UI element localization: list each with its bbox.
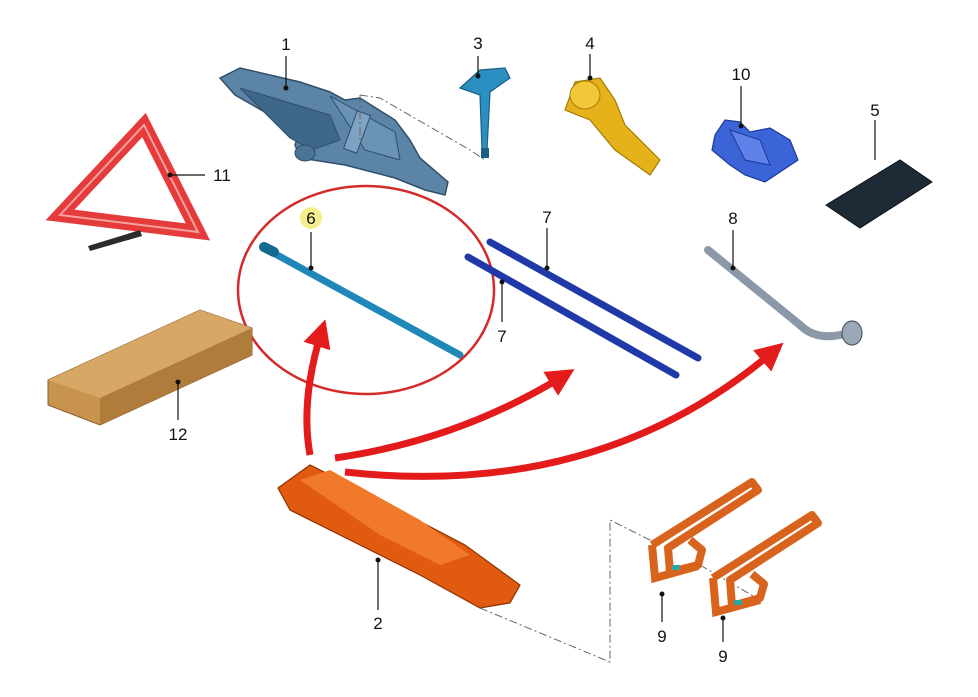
callout-4: 4 <box>585 34 594 53</box>
straps-9-part <box>648 478 822 642</box>
callout-7-upper: 7 <box>542 208 551 227</box>
callout-1: 1 <box>281 35 290 54</box>
callout-6-highlight <box>300 207 322 229</box>
callout-6: 6 <box>306 209 315 228</box>
callout-3: 3 <box>473 34 482 53</box>
storage-tray-part <box>277 464 521 610</box>
rods-7-part <box>464 228 702 379</box>
funnel-part <box>564 54 661 176</box>
callout-9-left: 9 <box>657 627 666 646</box>
callout-7-lower: 7 <box>497 327 506 346</box>
wrench-handle-part <box>458 56 511 158</box>
scissor-jack-part <box>218 56 449 196</box>
callout-12: 12 <box>169 425 188 444</box>
warning-triangle-part <box>45 112 211 251</box>
highlight-circle <box>236 184 496 396</box>
mat-part <box>825 120 933 229</box>
callout-5: 5 <box>870 101 879 120</box>
callout-8: 8 <box>728 209 737 228</box>
bracket-part <box>711 86 799 183</box>
callout-9-right: 9 <box>718 647 727 666</box>
rod-6-part <box>259 232 464 359</box>
red-arrows <box>303 319 784 480</box>
callout-11: 11 <box>213 166 231 185</box>
callout-10: 10 <box>732 65 751 84</box>
lug-wrench-part <box>704 230 863 346</box>
callout-2: 2 <box>373 614 382 633</box>
foam-block-part <box>47 309 253 426</box>
